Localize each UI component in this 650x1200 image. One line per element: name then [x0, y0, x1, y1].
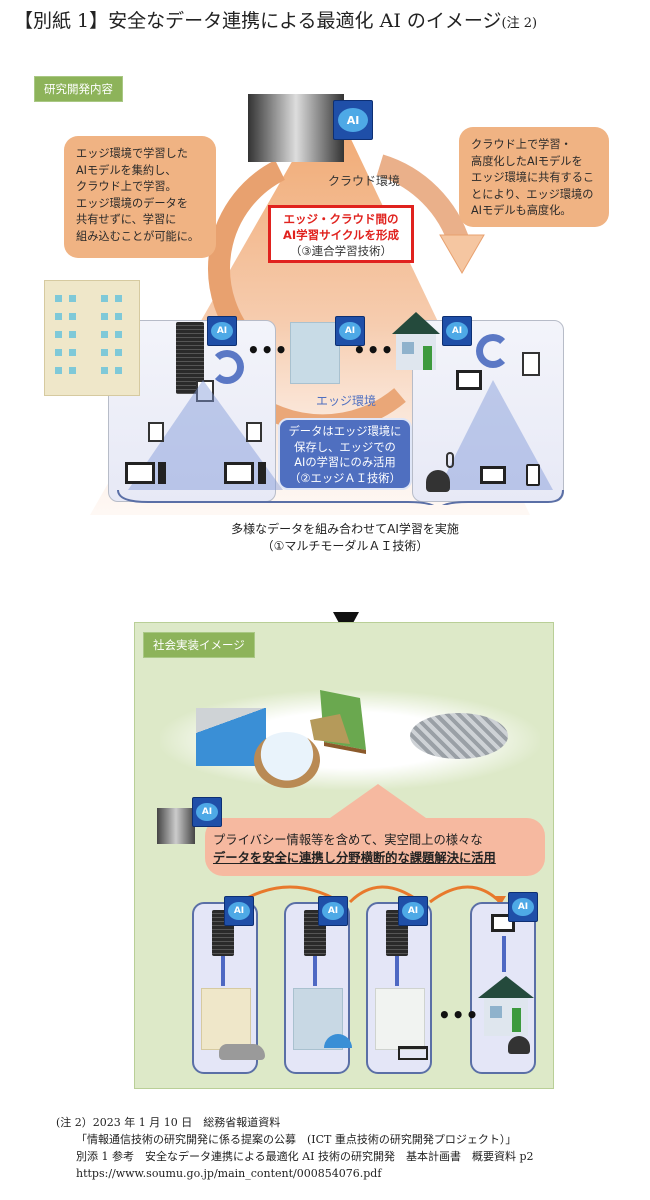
- left-bubble-line: エッジ環境のデータを: [76, 196, 188, 210]
- band-text: プライバシー情報等を含めて、実空間上の様々な データを安全に連携し分野横断的な課…: [213, 831, 496, 867]
- ellipsis: •••: [438, 1003, 480, 1027]
- up-arrow-icon: [330, 784, 426, 818]
- link-line: [502, 936, 506, 972]
- multimodal-caption: 多様なデータを組み合わせてAI学習を実施 （①マルチモーダルＡＩ技術）: [215, 521, 475, 555]
- link-line: [313, 956, 317, 986]
- caption-line: 多様なデータを組み合わせてAI学習を実施: [231, 522, 459, 536]
- document-icon: [246, 422, 262, 442]
- research-tag: 研究開発内容: [34, 76, 123, 102]
- edge-environment-label: エッジ環境: [316, 394, 377, 408]
- computer-icon: [456, 370, 482, 390]
- cycle-box-line: （③連合学習技術）: [289, 244, 393, 258]
- footnote-url[interactable]: https://www.soumu.go.jp/main_content/000…: [76, 1167, 382, 1180]
- utilization-band: [205, 818, 545, 876]
- computer-icon: [224, 462, 254, 484]
- left-bubble-line: クラウド上で学習。: [76, 180, 177, 193]
- microphone-icon: [446, 452, 454, 468]
- band-line-emphasis: データを安全に連携し分野横断的な課題解決に活用: [213, 851, 496, 865]
- right-bubble-line: AIモデルも高度化。: [471, 204, 572, 217]
- building-icon: [290, 322, 340, 384]
- org-ai-chip: AI: [318, 896, 348, 926]
- sync-icon: [476, 334, 510, 368]
- cloud-ai-chip: AI: [333, 100, 373, 140]
- speaker-person-icon: [426, 470, 450, 492]
- link-line: [395, 956, 399, 986]
- cycle-box-line: エッジ・クラウド間の: [283, 212, 399, 226]
- right-bubble-line: 高度化したAIモデルを: [471, 154, 583, 168]
- house-icon: [478, 976, 534, 1036]
- title-note: (注 2): [501, 16, 538, 31]
- landslide-illustration: [310, 690, 366, 754]
- document-title: 【別紙 1】安全なデータ連携による最適化 AI のイメージ(注 2): [14, 6, 537, 33]
- learning-cycle-box: エッジ・クラウド間の AI学習サイクルを形成 （③連合学習技術）: [268, 205, 414, 263]
- earthquake-illustration: [254, 732, 320, 788]
- right-bubble-line: エッジ環境に共有するこ: [471, 171, 595, 184]
- right-bubble-line: とにより、エッジ環境の: [471, 187, 594, 201]
- edge-ai-chip: AI: [335, 316, 365, 346]
- footnote-attachment: 別添 1 参考 安全なデータ連携による最適化 AI 技術の研究開発 基本計画書 …: [76, 1150, 534, 1163]
- org-ai-chip: AI: [398, 896, 428, 926]
- left-speech-bubble: エッジ環境で学習した AIモデルを集約し、 クラウド上で学習。 エッジ環境のデー…: [64, 136, 216, 258]
- shopping-cart-icon: [398, 1046, 428, 1060]
- footnote-title: 「情報通信技術の研究開発に係る提案の公募 (ICT 重点技術の研究開発プロジェク…: [76, 1133, 517, 1146]
- society-tag: 社会実装イメージ: [143, 632, 255, 658]
- left-bubble-line: エッジ環境で学習した: [76, 147, 188, 160]
- laptop-icon: [480, 466, 506, 484]
- document-icon: [148, 422, 164, 442]
- cycle-arrowhead-right: [439, 234, 485, 274]
- cycle-arrow-right: [376, 154, 471, 249]
- ellipsis: •••: [247, 338, 289, 362]
- edge-box-line: （②エッジＡＩ技術）: [289, 471, 401, 485]
- computer-icon: [125, 462, 155, 484]
- pc-tower-icon: [258, 462, 266, 484]
- umbrella-icon: [324, 1034, 352, 1048]
- edge-ai-chip: AI: [207, 316, 237, 346]
- tablet-icon: [526, 464, 540, 486]
- right-bubble-line: クラウド上で学習・: [471, 138, 572, 151]
- cloud-ai-chip: AI: [192, 797, 222, 827]
- left-bubble-line: 共有せずに、学習に: [76, 213, 177, 226]
- cloud-label: クラウド環境: [328, 174, 401, 188]
- document-icon: [196, 380, 214, 402]
- house-icon: [392, 312, 440, 370]
- bracket-line: [117, 489, 564, 505]
- footnote: (注 2）2023 年 1 月 10 日 総務省報道資料 「情報通信技術の研究開…: [56, 1114, 533, 1182]
- link-line: [221, 956, 225, 986]
- data-center-image: [248, 94, 344, 162]
- sync-icon: [210, 350, 244, 384]
- band-line: プライバシー情報等を含めて、実空間上の様々な: [213, 833, 483, 847]
- org-ai-chip: AI: [224, 896, 254, 926]
- org-ai-chip: AI: [508, 892, 538, 922]
- caption-line: （①マルチモーダルＡＩ技術）: [261, 539, 429, 553]
- left-bubble-line: 組み込むことが可能に。: [76, 229, 200, 243]
- city-traffic-illustration: [410, 713, 508, 759]
- office-building-icon: [201, 988, 251, 1050]
- title-text: 【別紙 1】安全なデータ連携による最適化 AI のイメージ: [14, 10, 502, 32]
- right-speech-bubble: クラウド上で学習・ 高度化したAIモデルを エッジ環境に共有するこ とにより、エ…: [459, 127, 609, 227]
- left-bubble-line: AIモデルを集約し、: [76, 163, 177, 177]
- footnote-source: (注 2）2023 年 1 月 10 日 総務省報道資料: [56, 1116, 281, 1129]
- office-building-icon: [375, 988, 425, 1050]
- edge-ai-box: データはエッジ環境に 保存し、エッジでの AIの学習にのみ活用 （②エッジＡＩ技…: [278, 418, 412, 490]
- car-icon: [219, 1044, 265, 1060]
- document-icon: [522, 352, 540, 376]
- edge-box-line: 保存し、エッジでの: [294, 440, 396, 454]
- edge-ai-chip: AI: [442, 316, 472, 346]
- data-center-image: [157, 808, 195, 844]
- people-icon: [508, 1036, 530, 1054]
- ellipsis: •••: [353, 338, 395, 362]
- cycle-box-line: AI学習サイクルを形成: [282, 228, 400, 242]
- edge-box-line: AIの学習にのみ活用: [294, 456, 396, 469]
- pc-tower-icon: [158, 462, 166, 484]
- office-building-icon: [44, 280, 140, 396]
- edge-box-line: データはエッジ環境に: [288, 425, 402, 438]
